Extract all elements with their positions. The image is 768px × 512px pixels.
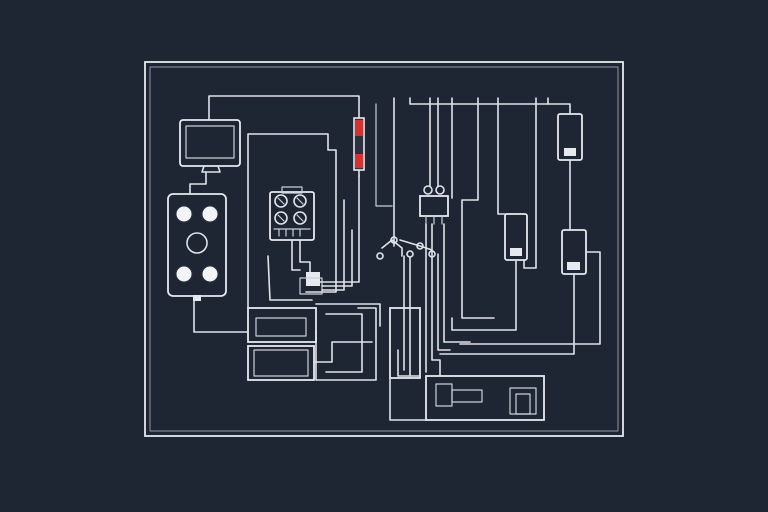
gauge-cluster (269, 186, 315, 241)
outer-frame (144, 61, 624, 437)
fuse-indicator (353, 117, 365, 177)
control-panel (167, 193, 227, 301)
terminal-cabinet (389, 307, 545, 421)
relay-module (504, 113, 587, 275)
switch-module (247, 272, 323, 381)
junction-block (419, 185, 449, 225)
monitor-icon (179, 119, 241, 173)
wiring-harness (189, 95, 601, 421)
